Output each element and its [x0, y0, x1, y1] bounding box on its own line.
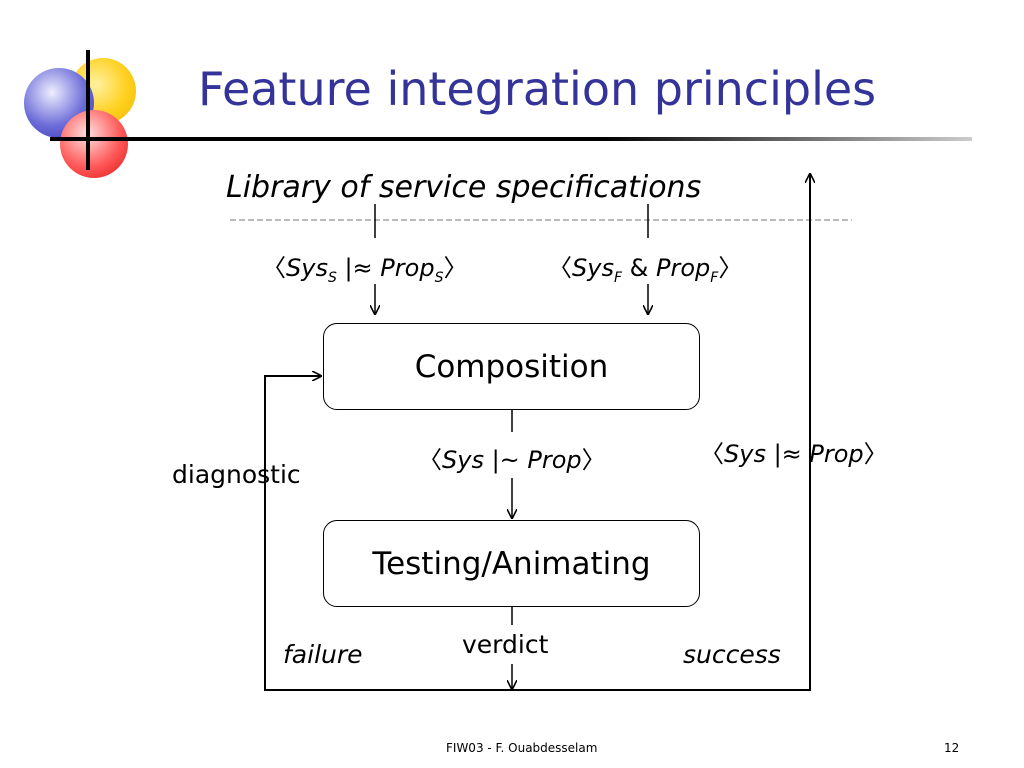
success-label: success [683, 640, 781, 669]
composition-label: Composition [414, 348, 609, 385]
success-spec-formula: 〈Sys |≈ Prop〉 [700, 440, 888, 468]
composed-spec-formula: 〈Sys |~ Prop〉 [418, 446, 606, 474]
footer-credit: FIW03 - F. Ouabdesselam [446, 741, 598, 755]
verdict-label: verdict [462, 630, 549, 659]
composition-box: Composition [323, 323, 700, 410]
service-spec-formula: 〈SysS |≈ PropS〉 [262, 254, 468, 286]
testing-box: Testing/Animating [323, 520, 700, 607]
logo-vertical-bar [86, 50, 90, 170]
feature-spec-formula: 〈SysF & PropF〉 [548, 254, 743, 286]
title-rule [50, 137, 972, 141]
testing-label: Testing/Animating [372, 545, 651, 582]
slide-title: Feature integration principles [198, 62, 877, 116]
page-number: 12 [944, 741, 960, 755]
diagnostic-label: diagnostic [172, 460, 301, 489]
failure-label: failure [283, 640, 363, 669]
library-label: Library of service specifications [226, 170, 702, 205]
success-feedback-arrow [512, 174, 810, 691]
diagnostic-feedback-arrow [264, 376, 512, 691]
logo-red-circle [60, 110, 128, 178]
